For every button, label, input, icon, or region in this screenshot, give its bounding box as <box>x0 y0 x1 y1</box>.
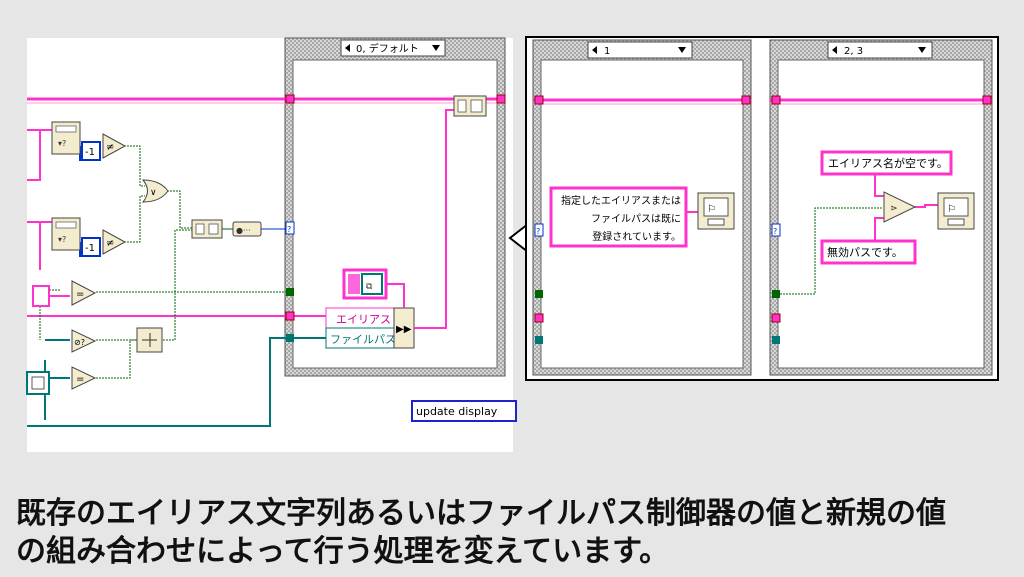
string-wires-left <box>27 97 505 317</box>
main-case-tunnels: ? <box>285 94 506 342</box>
svg-text:?: ? <box>287 225 291 234</box>
case-structure-main[interactable]: 0, デフォルト <box>284 37 506 377</box>
svg-text:=: = <box>76 374 84 385</box>
numeric-constant-bottom[interactable]: -1 <box>81 237 101 257</box>
empty-path-node[interactable]: ⊘? <box>71 329 97 353</box>
message-line-1: 指定したエイリアスまたは <box>561 194 681 207</box>
case-selector-main[interactable]: 0, デフォルト <box>340 39 446 57</box>
update-display-label: update display <box>416 405 498 418</box>
equal-node-path[interactable]: = <box>71 366 97 390</box>
svg-text:=: = <box>76 289 84 300</box>
svg-text:⋗: ⋗ <box>890 204 898 214</box>
case-selector-2-label: 2, 3 <box>844 46 863 57</box>
alias-empty-string[interactable]: エイリアス名が空です。 <box>820 150 953 176</box>
select-node[interactable]: ⋗ <box>883 191 917 223</box>
message-line-2: ファイルパスは既に <box>591 213 681 225</box>
invalid-path-text: 無効パスです。 <box>827 245 903 259</box>
not-equal-node-top[interactable]: ≠ <box>102 133 127 159</box>
update-display-node[interactable]: update display <box>411 400 517 422</box>
case-selector-1-label: 1 <box>604 46 610 57</box>
svg-text:≠: ≠ <box>106 238 114 249</box>
case-selector-1[interactable]: 1 <box>587 41 693 59</box>
svg-text:⧉: ⧉ <box>366 282 373 292</box>
not-equal-node-bottom[interactable]: ≠ <box>102 229 127 255</box>
dialog-icon: ⚐ <box>707 204 716 215</box>
caption-line-2: の組み合わせによって行う処理を変えています。 <box>16 534 670 569</box>
bundle-node-main[interactable]: エイリアス ファイルパス ▶▶ <box>325 307 415 349</box>
svg-text:▾?: ▾? <box>58 139 66 148</box>
case-selector-2[interactable]: 2, 3 <box>827 41 933 59</box>
compound-node[interactable] <box>136 327 163 353</box>
index-node[interactable]: ●··· <box>232 221 262 237</box>
equal-node-string[interactable]: = <box>71 280 97 306</box>
wire-bundle-to-build <box>414 109 454 329</box>
error-message-string-1[interactable]: 指定したエイリアスまたは ファイルパスは既に 登録されています。 <box>549 186 688 248</box>
svg-text:▾?: ▾? <box>58 235 66 244</box>
build-array-main[interactable] <box>453 95 487 117</box>
invalid-path-string[interactable]: 無効パスです。 <box>820 239 917 265</box>
dialog-node-2[interactable]: ⚐ <box>937 192 975 230</box>
svg-text:●···: ●··· <box>236 226 251 235</box>
build-array-node[interactable] <box>191 219 223 239</box>
path-control-left[interactable] <box>26 371 50 395</box>
unbundle-node-bottom[interactable]: ▾? <box>51 217 81 251</box>
dialog-node-1[interactable]: ⚐ <box>697 192 735 230</box>
alias-field-label: エイリアス <box>336 313 391 326</box>
case1-wires: ? <box>533 95 751 344</box>
svg-text:≠: ≠ <box>106 142 114 153</box>
alias-empty-text: エイリアス名が空です。 <box>828 156 948 170</box>
svg-text:▶▶: ▶▶ <box>396 324 412 335</box>
svg-text:∨: ∨ <box>150 188 157 198</box>
or-gate[interactable]: ∨ <box>141 179 169 203</box>
filepath-field-label: ファイルパス <box>330 333 396 346</box>
svg-text:⊘?: ⊘? <box>74 338 85 347</box>
svg-text:-1: -1 <box>85 147 95 158</box>
svg-text:?: ? <box>773 227 777 236</box>
unbundle-node-top[interactable]: ▾? <box>51 121 81 155</box>
boolean-wires-left <box>39 145 293 379</box>
message-line-3: 登録されています。 <box>592 230 681 243</box>
string-control-left[interactable] <box>32 285 50 307</box>
case-structure-2[interactable]: 2, 3 <box>769 39 993 376</box>
svg-text:-1: -1 <box>85 243 95 254</box>
svg-text:?: ? <box>536 227 540 236</box>
wire-cluster-to-bundle <box>386 283 405 308</box>
case-selector-main-label: 0, デフォルト <box>356 42 419 55</box>
caption-line-1: 既存のエイリアス文字列あるいはファイルパス制御器の値と新規の値 <box>16 496 946 531</box>
numeric-constant-top[interactable]: -1 <box>81 141 101 161</box>
cluster-constant-main[interactable]: ⧉ <box>342 268 388 300</box>
dialog-icon: ⚐ <box>947 204 956 215</box>
